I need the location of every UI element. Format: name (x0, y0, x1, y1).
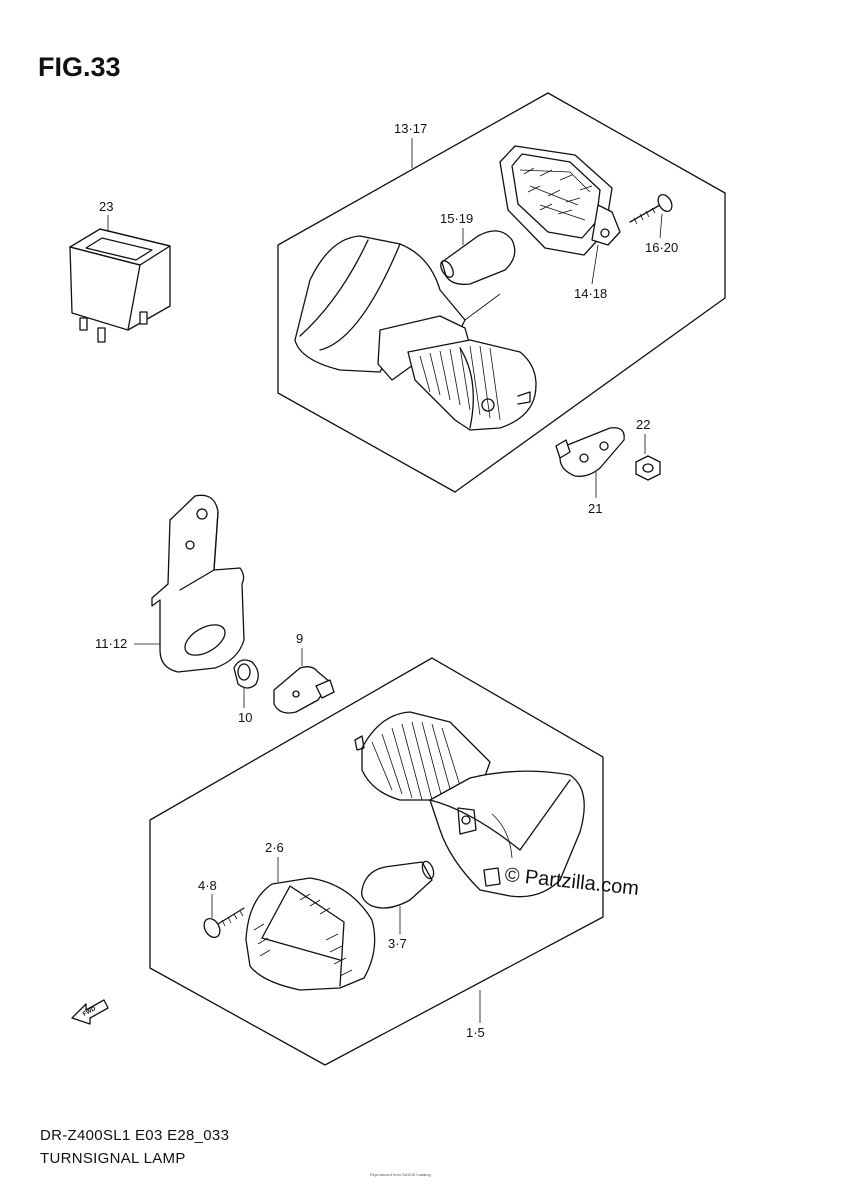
lower-group-frame (149, 657, 604, 1066)
label-9: 9 (296, 631, 303, 646)
upper-nut-part-22 (635, 455, 661, 481)
label-16-20: 16·20 (645, 240, 678, 255)
lower-screw (203, 907, 245, 938)
label-15-19: 15·19 (440, 211, 473, 226)
label-14-18: 14·18 (574, 286, 607, 301)
label-2-6: 2·6 (265, 840, 284, 855)
upper-bulb (440, 230, 516, 285)
bracket-part-11-12 (151, 494, 245, 673)
label-21: 21 (588, 501, 602, 516)
leader-14-18 (591, 244, 599, 285)
label-1-5: 1·5 (466, 1025, 485, 1040)
model-code: DR-Z400SL1 E03 E28_033 (40, 1127, 230, 1144)
lower-lamp-housing (354, 711, 585, 898)
leader-16-20 (659, 213, 663, 239)
upper-lamp-lens (499, 145, 621, 256)
label-10: 10 (238, 710, 252, 725)
label-13-17: 13·17 (394, 121, 427, 136)
relay-part-23 (69, 228, 171, 343)
label-3-7: 3·7 (388, 936, 407, 951)
upper-screw (629, 193, 673, 225)
label-11-12: 11·12 (95, 636, 127, 651)
label-4-8: 4·8 (198, 878, 217, 893)
copyright-note: Reproduced from SUZUKI catalog (370, 1172, 431, 1177)
spacer-part-10 (233, 659, 259, 689)
upper-lamp-housing (294, 235, 537, 431)
lower-bulb (361, 860, 435, 909)
part-name: TURNSIGNAL LAMP (40, 1150, 186, 1167)
label-23: 23 (99, 199, 113, 214)
upper-gasket-part-21 (555, 427, 625, 477)
gasket-part-9 (273, 666, 335, 714)
lower-lamp-lens (245, 877, 376, 991)
figure-title: FIG.33 (38, 52, 121, 82)
forward-arrow-icon: FWD (71, 999, 109, 1025)
label-22: 22 (636, 417, 650, 432)
upper-group-frame (277, 92, 726, 493)
